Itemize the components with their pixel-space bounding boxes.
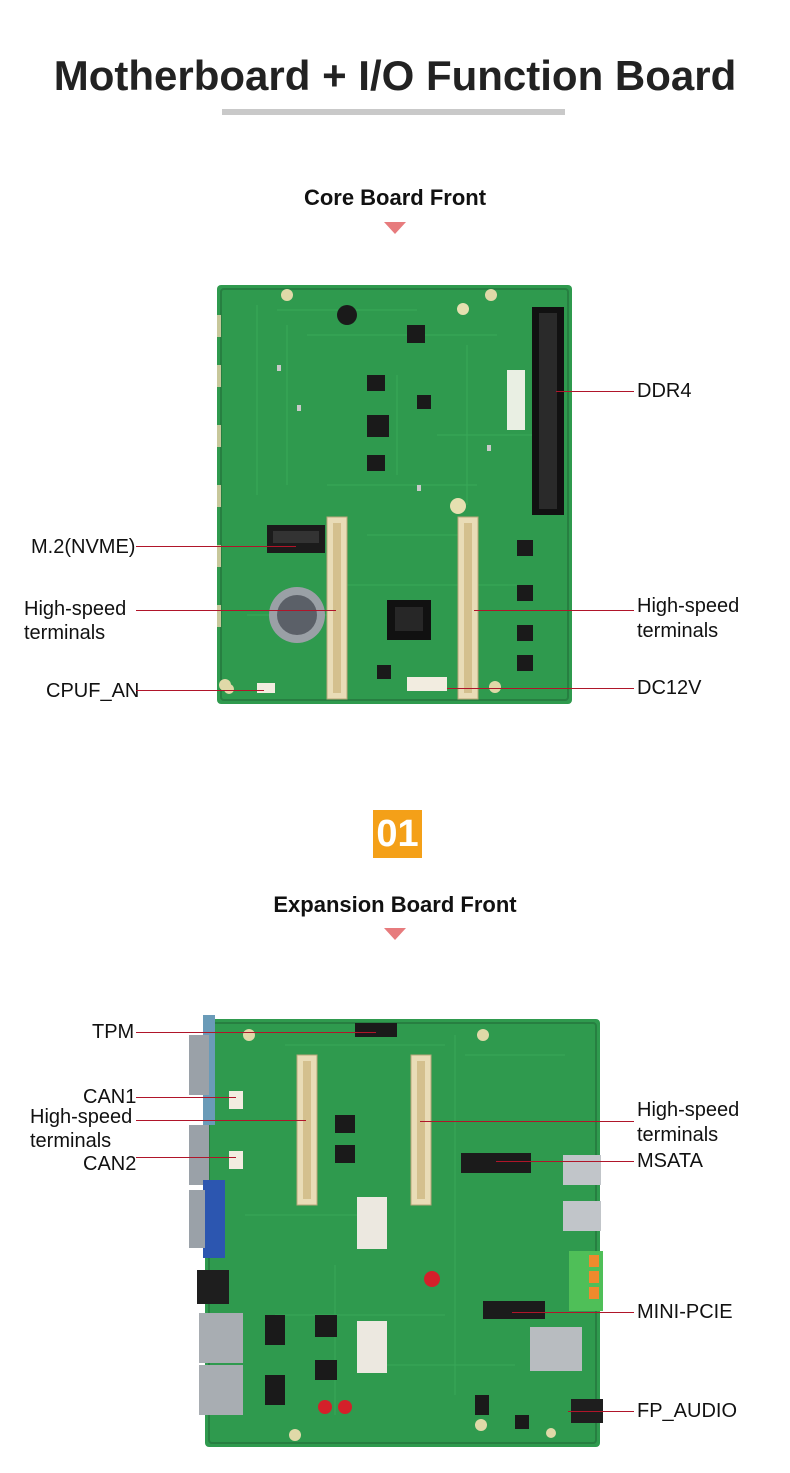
cpuf-label: CPUF_AN — [46, 680, 140, 702]
page-title: Motherboard + I/O Function Board — [53, 52, 737, 99]
cpuf-leader — [136, 690, 264, 691]
hs-right-leader — [474, 610, 634, 611]
dc12v-leader — [447, 688, 634, 689]
minipcie-leader — [512, 1312, 634, 1313]
tpm-leader — [136, 1032, 376, 1033]
can1-label: CAN1 — [83, 1086, 137, 1108]
section-number-badge: 01 — [373, 810, 422, 858]
core-board-heading: Core Board Front — [303, 185, 487, 210]
hs-left-label-1: High-speed — [24, 598, 127, 620]
ddr4-leader — [556, 391, 634, 392]
hs-left-leader — [136, 610, 336, 611]
can2-label: CAN2 — [83, 1153, 137, 1175]
title-underline — [222, 109, 565, 115]
can1-leader — [136, 1097, 236, 1098]
msata-leader — [496, 1161, 634, 1162]
core-board-image — [217, 285, 572, 704]
down-arrow-icon — [384, 928, 406, 940]
m2-label: M.2(NVME) — [31, 536, 136, 558]
dc12v-label: DC12V — [637, 677, 702, 699]
can2-leader — [136, 1157, 236, 1158]
expansion-board-heading: Expansion Board Front — [273, 892, 517, 917]
exp-hs-right-label-2: terminals — [637, 1124, 719, 1146]
ddr4-label: DDR4 — [637, 380, 692, 402]
exp-hs-left-label-2: terminals — [30, 1130, 112, 1152]
exp-hs-left-label-1: High-speed — [30, 1106, 133, 1128]
hs-right-label-2: terminals — [637, 620, 719, 642]
hs-right-label-1: High-speed — [637, 595, 740, 617]
expansion-board-image — [189, 1015, 603, 1447]
fp-audio-label: FP_AUDIO — [637, 1400, 738, 1422]
msata-label: MSATA — [637, 1150, 703, 1172]
hs-left-label-2: terminals — [24, 622, 106, 644]
tpm-label: TPM — [92, 1021, 135, 1043]
exp-hs-right-leader — [420, 1121, 634, 1122]
exp-hs-right-label-1: High-speed — [637, 1099, 740, 1121]
minipcie-label: MINI-PCIE — [637, 1301, 733, 1323]
fp-audio-leader — [568, 1411, 634, 1412]
m2-leader — [136, 546, 296, 547]
exp-hs-left-leader — [136, 1120, 306, 1121]
down-arrow-icon — [384, 222, 406, 234]
